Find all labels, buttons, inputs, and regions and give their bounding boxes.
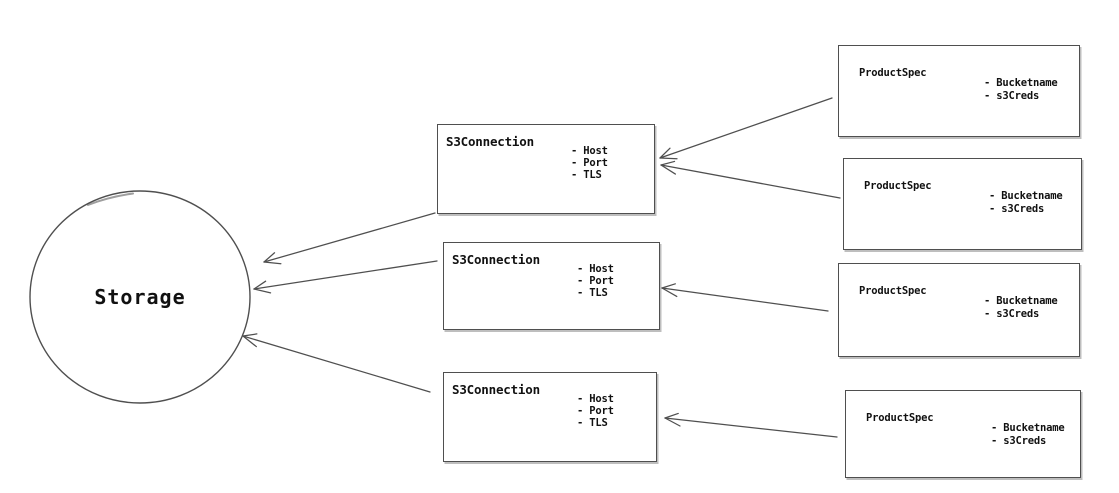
productspec-attributes: - Bucketname - s3Creds bbox=[991, 422, 1065, 448]
arrow-s3-connection-2-to-storage[interactable] bbox=[253, 260, 438, 294]
s3connection-title: S3Connection bbox=[446, 134, 534, 149]
productspec-title: ProductSpec bbox=[866, 412, 934, 424]
productspec-box-1[interactable]: ProductSpec - Bucketname - s3Creds bbox=[838, 45, 1080, 137]
productspec-title: ProductSpec bbox=[859, 285, 927, 297]
s3connection-box-1[interactable]: S3Connection - Host - Port - TLS bbox=[437, 124, 655, 214]
s3connection-title: S3Connection bbox=[452, 382, 540, 397]
attribute-tls: - TLS bbox=[577, 417, 608, 429]
attribute-bucketname: - Bucketname bbox=[991, 422, 1065, 434]
attribute-bucketname: - Bucketname bbox=[989, 190, 1063, 202]
arrow-product-spec-2-to-s3-connection-1[interactable] bbox=[660, 160, 841, 199]
attribute-tls: - TLS bbox=[577, 287, 608, 299]
s3connection-title: S3Connection bbox=[452, 252, 540, 267]
productspec-attributes: - Bucketname - s3Creds bbox=[989, 190, 1063, 216]
productspec-attributes: - Bucketname - s3Creds bbox=[984, 77, 1058, 103]
attribute-s3creds: - s3Creds bbox=[989, 203, 1045, 215]
productspec-title: ProductSpec bbox=[859, 67, 927, 79]
productspec-box-3[interactable]: ProductSpec - Bucketname - s3Creds bbox=[838, 263, 1080, 357]
attribute-host: - Host bbox=[571, 145, 608, 157]
attribute-tls: - TLS bbox=[571, 169, 602, 181]
s3connection-box-3[interactable]: S3Connection - Host - Port - TLS bbox=[443, 372, 657, 462]
storage-circle[interactable] bbox=[29, 190, 251, 404]
sketch-overlap-stroke bbox=[87, 192, 134, 206]
productspec-box-2[interactable]: ProductSpec - Bucketname - s3Creds bbox=[843, 158, 1082, 250]
arrow-s3-connection-1-to-storage[interactable] bbox=[263, 212, 436, 265]
s3connection-box-2[interactable]: S3Connection - Host - Port - TLS bbox=[443, 242, 660, 330]
attribute-port: - Port bbox=[577, 275, 614, 287]
arrow-product-spec-3-to-s3-connection-2[interactable] bbox=[661, 283, 829, 312]
arrow-product-spec-4-to-s3-connection-3[interactable] bbox=[664, 412, 838, 438]
attribute-s3creds: - s3Creds bbox=[991, 435, 1047, 447]
attribute-bucketname: - Bucketname bbox=[984, 295, 1058, 307]
productspec-attributes: - Bucketname - s3Creds bbox=[984, 295, 1058, 321]
s3connection-attributes: - Host - Port - TLS bbox=[571, 145, 608, 181]
arrow-product-spec-1-to-s3-connection-1[interactable] bbox=[659, 97, 833, 160]
productspec-box-4[interactable]: ProductSpec - Bucketname - s3Creds bbox=[845, 390, 1081, 478]
arrow-s3-connection-3-to-storage[interactable] bbox=[242, 333, 431, 393]
attribute-port: - Port bbox=[577, 405, 614, 417]
storage-node[interactable]: Storage bbox=[30, 191, 250, 403]
attribute-s3creds: - s3Creds bbox=[984, 308, 1040, 320]
attribute-port: - Port bbox=[571, 157, 608, 169]
storage-label: Storage bbox=[94, 285, 186, 309]
attribute-host: - Host bbox=[577, 393, 614, 405]
productspec-title: ProductSpec bbox=[864, 180, 932, 192]
s3connection-attributes: - Host - Port - TLS bbox=[577, 263, 614, 299]
attribute-s3creds: - s3Creds bbox=[984, 90, 1040, 102]
attribute-host: - Host bbox=[577, 263, 614, 275]
attribute-bucketname: - Bucketname bbox=[984, 77, 1058, 89]
s3connection-attributes: - Host - Port - TLS bbox=[577, 393, 614, 429]
